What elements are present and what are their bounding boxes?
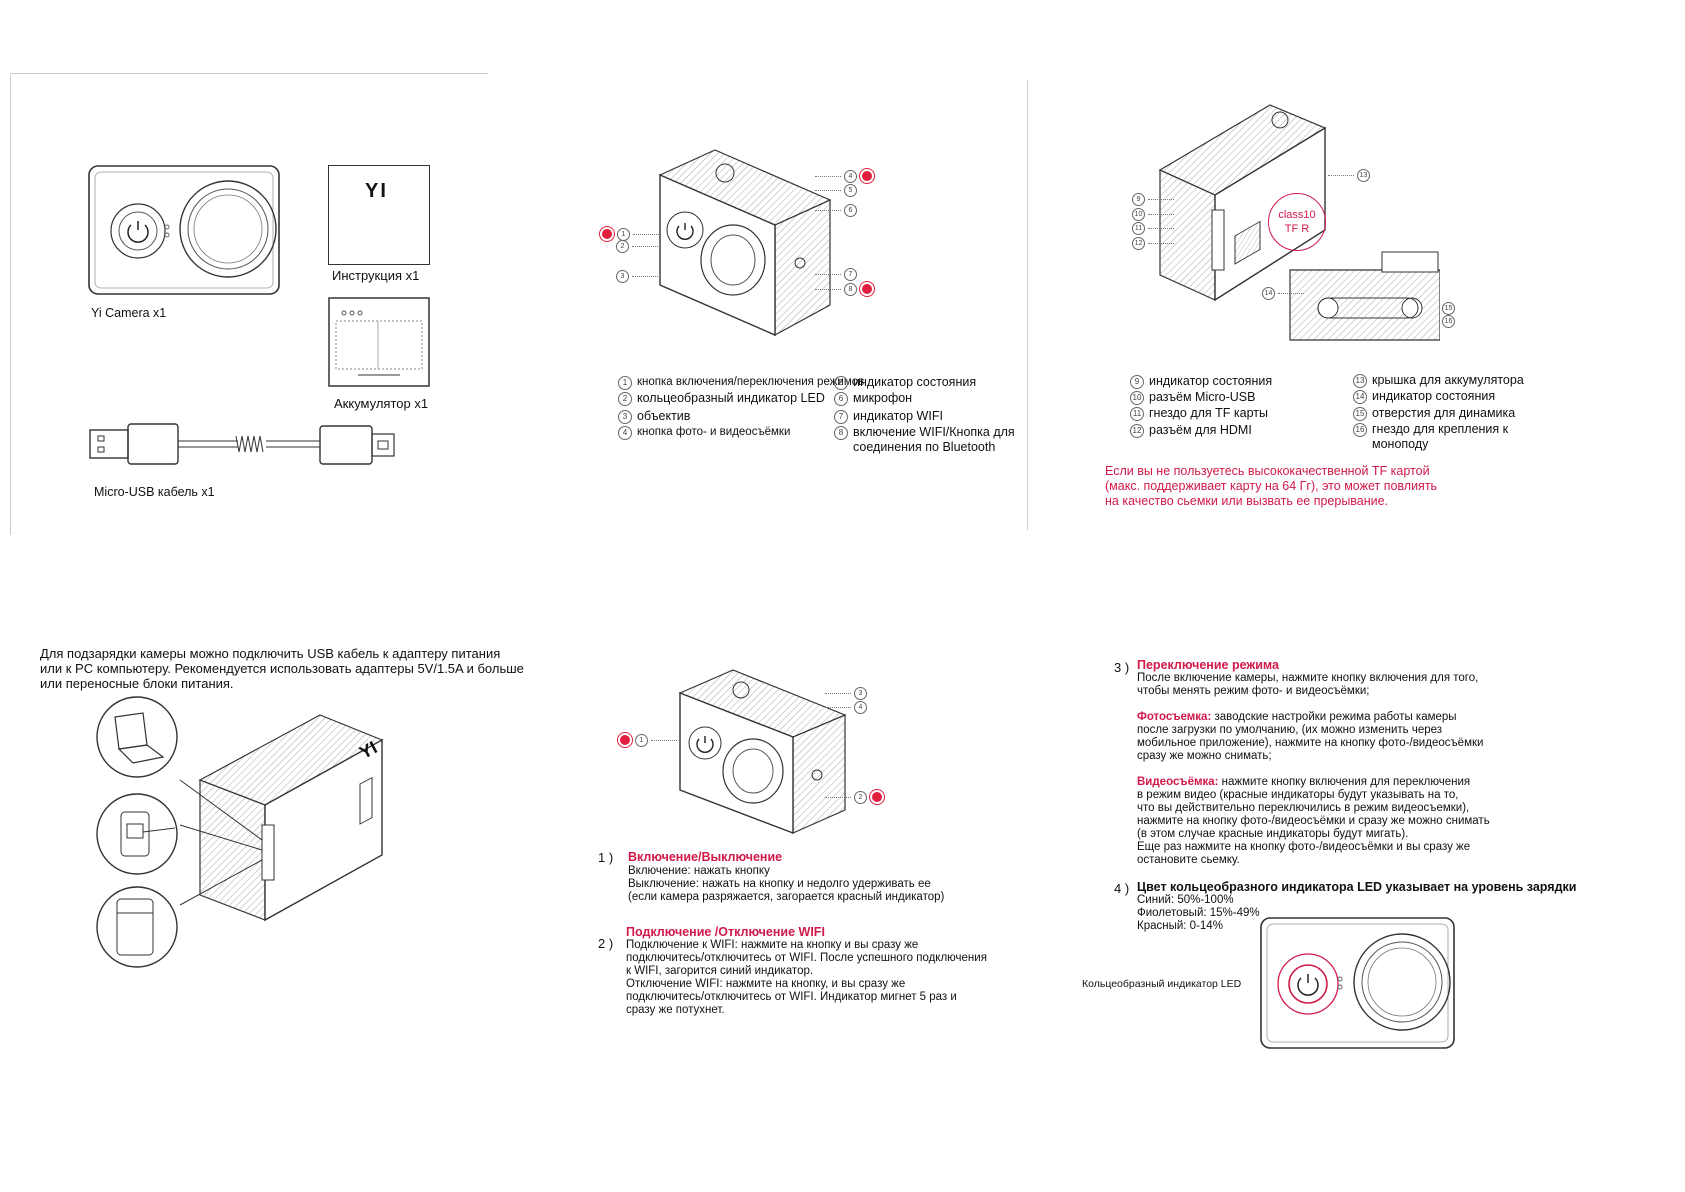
- callout-9: 9: [1132, 192, 1174, 206]
- tf-warning: Если вы не пользуетесь высококачественно…: [1105, 464, 1438, 508]
- camera-label: Yi Camera x1: [91, 306, 167, 320]
- section3-num: 3 ): [1114, 660, 1130, 675]
- box-contents-panel: Yi Camera x1 YI Инструкция x1 Аккумулято…: [0, 0, 520, 540]
- callout-8: 8: [815, 282, 874, 296]
- callout-4: 4: [815, 169, 874, 183]
- top-rule: [10, 73, 488, 74]
- section4-body: Синий: 50%-100% Фиолетовый: 15%-49% Крас…: [1137, 894, 1260, 932]
- charging-panel: Для подзарядки камеры можно подключить U…: [0, 600, 560, 1060]
- power-led-marker: [600, 227, 614, 241]
- usb-cable-illustration: [89, 423, 395, 465]
- section1-title: Включение/Выключение: [628, 850, 783, 864]
- tf-card-highlight: class10 TF R: [1268, 193, 1326, 251]
- section1-num: 1 ): [598, 850, 614, 865]
- led-ring-label: Кольцеобразный индикатор LED: [1082, 978, 1242, 990]
- section3-video: Видеосъёмка: нажмите кнопку включения дл…: [1137, 776, 1490, 866]
- callout-15: 15: [1442, 301, 1455, 315]
- callout-5: 5: [815, 183, 857, 197]
- power-bank-icon: [96, 886, 178, 968]
- callout-3: 3: [616, 269, 658, 283]
- photo-title: Фотосъемка:: [1137, 711, 1212, 723]
- callout-13: 13: [1328, 168, 1370, 182]
- wall-socket-icon: [96, 793, 178, 875]
- section1-body: Включение: нажать кнопку Выключение: наж…: [628, 865, 945, 903]
- camera-front-illustration: [658, 149, 832, 337]
- camera-buttons-illustration: [678, 669, 847, 835]
- section2-num: 2 ): [598, 936, 614, 951]
- battery-label: Аккумулятор x1: [334, 396, 429, 411]
- section4-title: Цвет кольцеобразного индикатора LED указ…: [1137, 880, 1577, 894]
- left-edge: [10, 75, 11, 535]
- callout-2: 2: [616, 239, 658, 253]
- wifi-marker-2: [870, 790, 884, 804]
- callout-11: 11: [1132, 221, 1174, 235]
- callout-6: 6: [815, 203, 857, 217]
- mode-led-panel: 3 ) Переключение режима После включение …: [1080, 650, 1680, 1070]
- power-led-marker-2: [618, 733, 632, 747]
- video-title: Видеосъёмка:: [1137, 776, 1219, 788]
- center-divider: [1027, 80, 1028, 530]
- instruction-label: Инструкция x1: [332, 268, 420, 283]
- cable-label: Micro-USB кабель x1: [94, 485, 215, 499]
- callout-wifi: 2: [825, 790, 884, 804]
- instruction-logo: YI: [365, 180, 388, 202]
- section3-photo: Фотосъемка: заводские настройки режима р…: [1137, 711, 1484, 762]
- section3-title: Переключение режима: [1137, 658, 1279, 672]
- shutter-led-marker: [860, 169, 874, 183]
- section3-intro: После включение камеры, нажмите кнопку в…: [1137, 672, 1479, 697]
- section2-body: Подключение к WIFI: нажмите на кнопку и …: [626, 939, 987, 1016]
- callout-power: 1: [618, 733, 677, 747]
- yi-camera-illustration: [88, 165, 280, 295]
- battery-illustration: [328, 297, 430, 387]
- callout-top-2: 4: [825, 700, 867, 714]
- section4-num: 4 ): [1114, 881, 1130, 896]
- charging-text: Для подзарядки камеры можно подключить U…: [40, 646, 524, 691]
- wifi-marker: [860, 282, 874, 296]
- callout-12: 12: [1132, 236, 1174, 250]
- laptop-icon: [96, 696, 178, 778]
- instruction-booklet: YI: [328, 165, 430, 265]
- callout-14: 14: [1262, 286, 1304, 300]
- callout-10: 10: [1132, 207, 1174, 221]
- led-ring-camera-illustration: [1260, 917, 1455, 1049]
- callout-7: 7: [815, 267, 857, 281]
- power-wifi-panel: 1 3 4 2 1 ) Включение/Выключение Включен…: [580, 650, 1020, 1030]
- callout-top-1: 3: [825, 686, 867, 700]
- callout-16: 16: [1442, 314, 1455, 328]
- section2-title: Подключение /Отключение WIFI: [626, 925, 825, 939]
- charging-camera-illustration: [179, 714, 384, 922]
